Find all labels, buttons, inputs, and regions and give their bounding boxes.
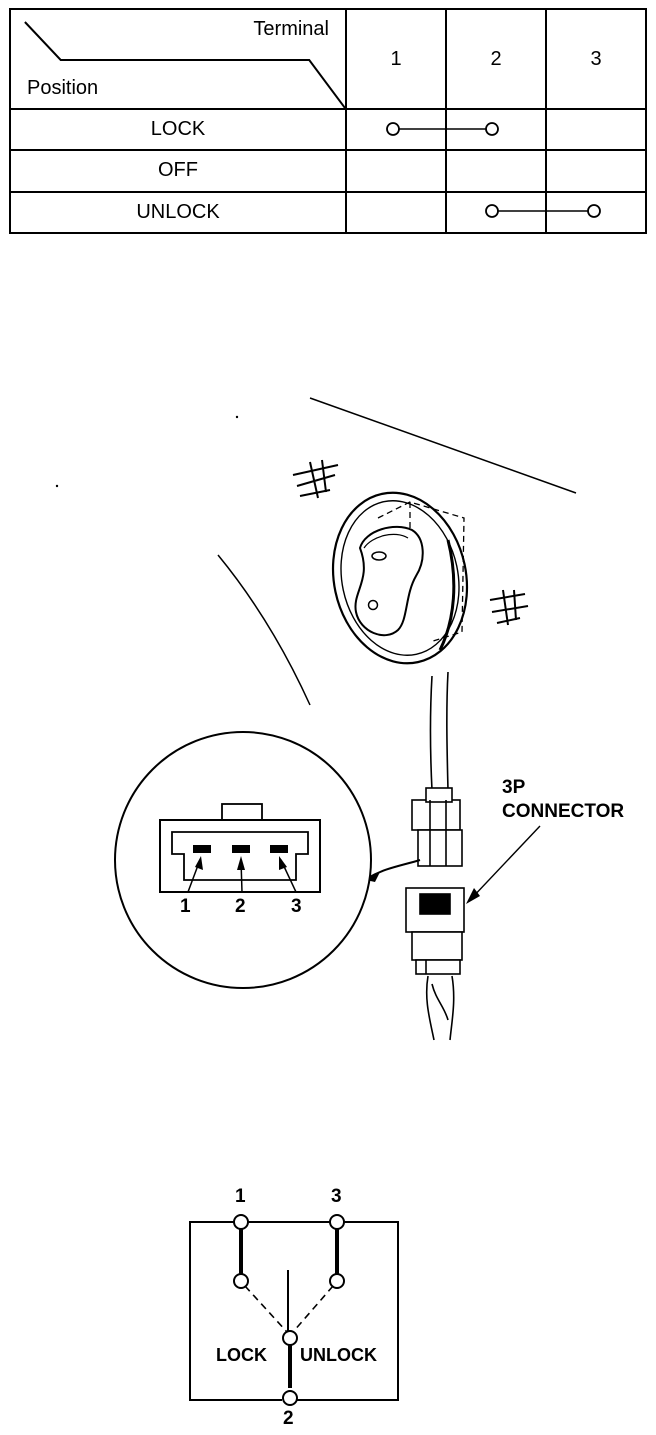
node-terminal-3 [329,1214,345,1230]
table-header-row: Terminal Position 1 2 3 [9,8,647,110]
rocker-knob [354,525,424,637]
cell-off-t3 [545,149,647,193]
detail-pin-1 [193,845,211,853]
detail-leader [367,859,421,879]
schematic-drawing [189,1214,399,1406]
detail-pin-label-1: 1 [180,896,191,917]
node-lock-contact [233,1273,249,1289]
detail-pin-2 [232,845,250,853]
switch-cable [429,671,449,791]
detail-pin-label-3: 3 [291,896,302,917]
schematic-terminal-1-label: 1 [235,1186,246,1207]
throw-lock [244,1285,288,1333]
clip-mark-left [292,459,339,499]
connector-label-line1: 3P [502,777,526,798]
terminal-header-3: 3 [545,8,647,110]
switch-illustration: 1 2 3 3P CONNECTOR [0,380,656,1060]
detail-pin-3 [270,845,288,853]
table-row-lock: LOCK [9,107,647,152]
panel-edge-line-top [309,397,577,494]
node-unlock-contact [329,1273,345,1289]
cell-lock-t3 [545,107,647,152]
continuity-table-container: Terminal Position 1 2 3 LOCK OFF UNLOCK [9,8,647,235]
position-cell-unlock: UNLOCK [9,190,347,235]
node-terminal-2 [282,1390,298,1406]
cell-unlock-t2 [445,190,547,235]
terminal-header-2: 2 [445,8,547,110]
header-diagonal-line [24,21,345,108]
cell-unlock-t3 [545,190,647,235]
cell-unlock-t1 [345,190,447,235]
connector-female [405,887,465,975]
switch-drawing [55,397,577,1041]
detail-pin-label-2: 2 [235,896,246,917]
table-row-off: OFF [9,149,647,193]
clip-mark-right [489,589,529,626]
connector-male [411,787,463,867]
connector-label-arrow [466,825,541,904]
position-cell-lock: LOCK [9,107,347,152]
cell-off-t2 [445,149,547,193]
schematic-box-right [296,1221,399,1401]
connector-detail-circle [114,731,372,989]
node-common-pivot [282,1330,298,1346]
schematic-unlock-label: UNLOCK [300,1345,377,1365]
position-cell-off: OFF [9,149,347,193]
continuity-table: Terminal Position 1 2 3 LOCK OFF UNLOCK [9,8,647,235]
switch-schematic: 1 3 2 LOCK UNLOCK [170,1180,430,1430]
node-terminal-1 [233,1214,249,1230]
cell-off-t1 [345,149,447,193]
position-header-label: Position [27,77,99,99]
connector-label-line2: CONNECTOR [502,801,625,822]
cell-lock-t2 [445,107,547,152]
schematic-lock-label: LOCK [216,1345,267,1365]
terminal-header-1: 1 [345,8,447,110]
schematic-terminal-2-label: 2 [283,1408,294,1429]
header-corner-cell: Terminal Position [9,8,347,110]
schematic-terminal-3-label: 3 [331,1186,342,1207]
cell-lock-t1 [345,107,447,152]
table-row-unlock: UNLOCK [9,190,647,235]
panel-edge-line-left [217,554,311,706]
lower-cable [425,975,455,1041]
schematic-box-left [189,1221,282,1401]
throw-unlock [292,1285,334,1333]
terminal-header-label: Terminal [253,18,329,40]
